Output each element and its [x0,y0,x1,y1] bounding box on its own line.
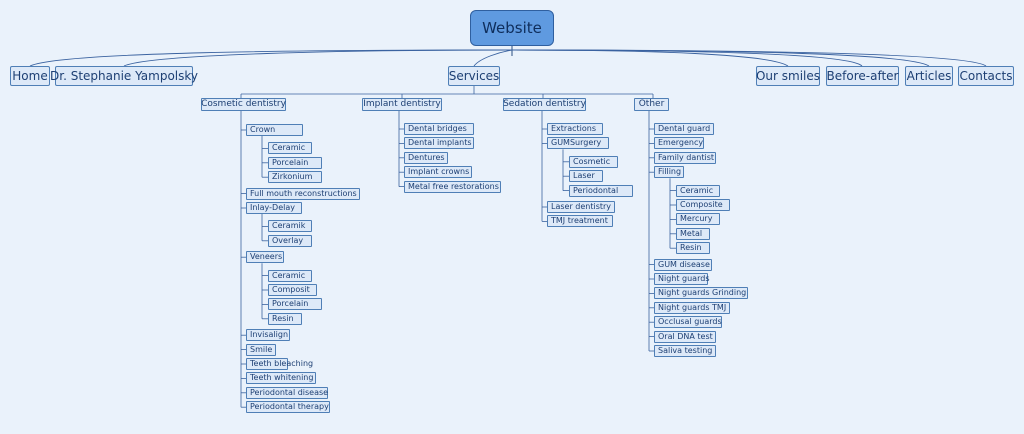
item-teeth-bleaching[interactable]: Teeth bleaching [246,358,313,370]
item-smile[interactable]: Smile [246,343,276,356]
item-invisalign[interactable]: Invisalign [246,329,290,342]
item-crown[interactable]: Crown [246,124,303,136]
topic-before-after[interactable]: Before-after [826,66,899,86]
topic-our-smiles[interactable]: Our smiles [756,66,820,86]
connector-home [29,49,513,67]
subitem-ceramic[interactable]: Ceramic [268,269,312,282]
item-night-guards-tmj[interactable]: Night guards TMJ [654,301,730,314]
item-night-guards[interactable]: Night guards [654,273,709,285]
item-filling[interactable]: Filling [654,166,684,179]
item-gumsurgery[interactable]: GUMSurgery [547,137,609,150]
item-tmj-treatment[interactable]: TMJ treatment [547,215,613,228]
item-teeth-whitening[interactable]: Teeth whitening [246,372,316,385]
item-veneers[interactable]: Veneers [246,251,284,264]
item-occlusal-guards[interactable]: Occlusal guards [654,316,722,329]
subitem-cosmetic[interactable]: Cosmetic [569,155,618,168]
topic-home[interactable]: Home [10,66,50,86]
item-laser-dentistry[interactable]: Laser dentistry [547,201,615,213]
root-node-website[interactable]: Website [470,10,554,46]
item-metal-free-restorations[interactable]: Metal free restorations [404,180,501,193]
subitem-overlay[interactable]: Overlay [268,234,312,247]
item-inlay-delay[interactable]: Inlay-Delay [246,202,302,214]
subitem-ceramic[interactable]: Ceramic [676,184,720,197]
item-full-mouth-reconstructions[interactable]: Full mouth reconstructions [246,187,360,200]
connector-services [473,49,513,67]
connector-contacts [511,49,987,67]
item-family-dantist[interactable]: Family dantist [654,151,716,164]
item-extractions[interactable]: Extractions [547,123,603,135]
item-dental-bridges[interactable]: Dental bridges [404,123,474,135]
item-implant-crowns[interactable]: Implant crowns [404,166,472,179]
services-tree-connectors [240,86,676,408]
subitem-metal[interactable]: Metal [676,227,710,240]
item-oral-dna-test[interactable]: Oral DNA test [654,330,716,343]
item-night-guards-grinding[interactable]: Night guards Grinding [654,287,748,300]
topic-contacts[interactable]: Contacts [958,66,1014,86]
topic-services[interactable]: Services [448,66,500,86]
item-dental-implants[interactable]: Dental implants [404,137,474,150]
subitem-mercury[interactable]: Mercury [676,213,720,226]
subitem-resin[interactable]: Resin [268,312,302,325]
topic-articles[interactable]: Articles [905,66,953,86]
item-emergency[interactable]: Emergency [654,137,704,150]
item-gum-disease[interactable]: GUM disease [654,258,712,271]
subitem-ceramic[interactable]: Ceramic [268,142,312,155]
subitem-laser[interactable]: Laser [569,170,603,183]
subitem-resin[interactable]: Resin [676,242,710,255]
subitem-periodontal[interactable]: Periodontal [569,184,634,197]
item-periodontal-disease[interactable]: Periodontal disease [246,386,328,399]
branch-other[interactable]: Other [634,98,669,111]
branch-cosmetic-dentistry[interactable]: Cosmetic dentistry [201,98,286,111]
item-saliva-testing[interactable]: Saliva testing [654,345,716,357]
root-to-top-connectors [29,49,987,67]
subitem-composite[interactable]: Composite [676,199,730,211]
subitem-porcelain[interactable]: Porcelain [268,156,322,169]
connector-dr [123,49,513,67]
item-periodontal-therapy[interactable]: Periodontal therapy [246,401,330,414]
branch-implant-dentistry[interactable]: Implant dentistry [362,98,442,111]
subitem-ceramik[interactable]: Ceramik [268,220,312,233]
item-dental-guard[interactable]: Dental guard [654,123,714,135]
subitem-zirkonium[interactable]: Zirkonium [268,171,322,184]
item-dentures[interactable]: Dentures [404,151,448,164]
subitem-composit[interactable]: Composit [268,284,317,296]
branch-sedation-dentistry[interactable]: Sedation dentistry [503,98,586,111]
topic-dr-stephanie-yampolsky[interactable]: Dr. Stephanie Yampolsky [50,66,198,86]
subitem-porcelain[interactable]: Porcelain [268,298,322,311]
